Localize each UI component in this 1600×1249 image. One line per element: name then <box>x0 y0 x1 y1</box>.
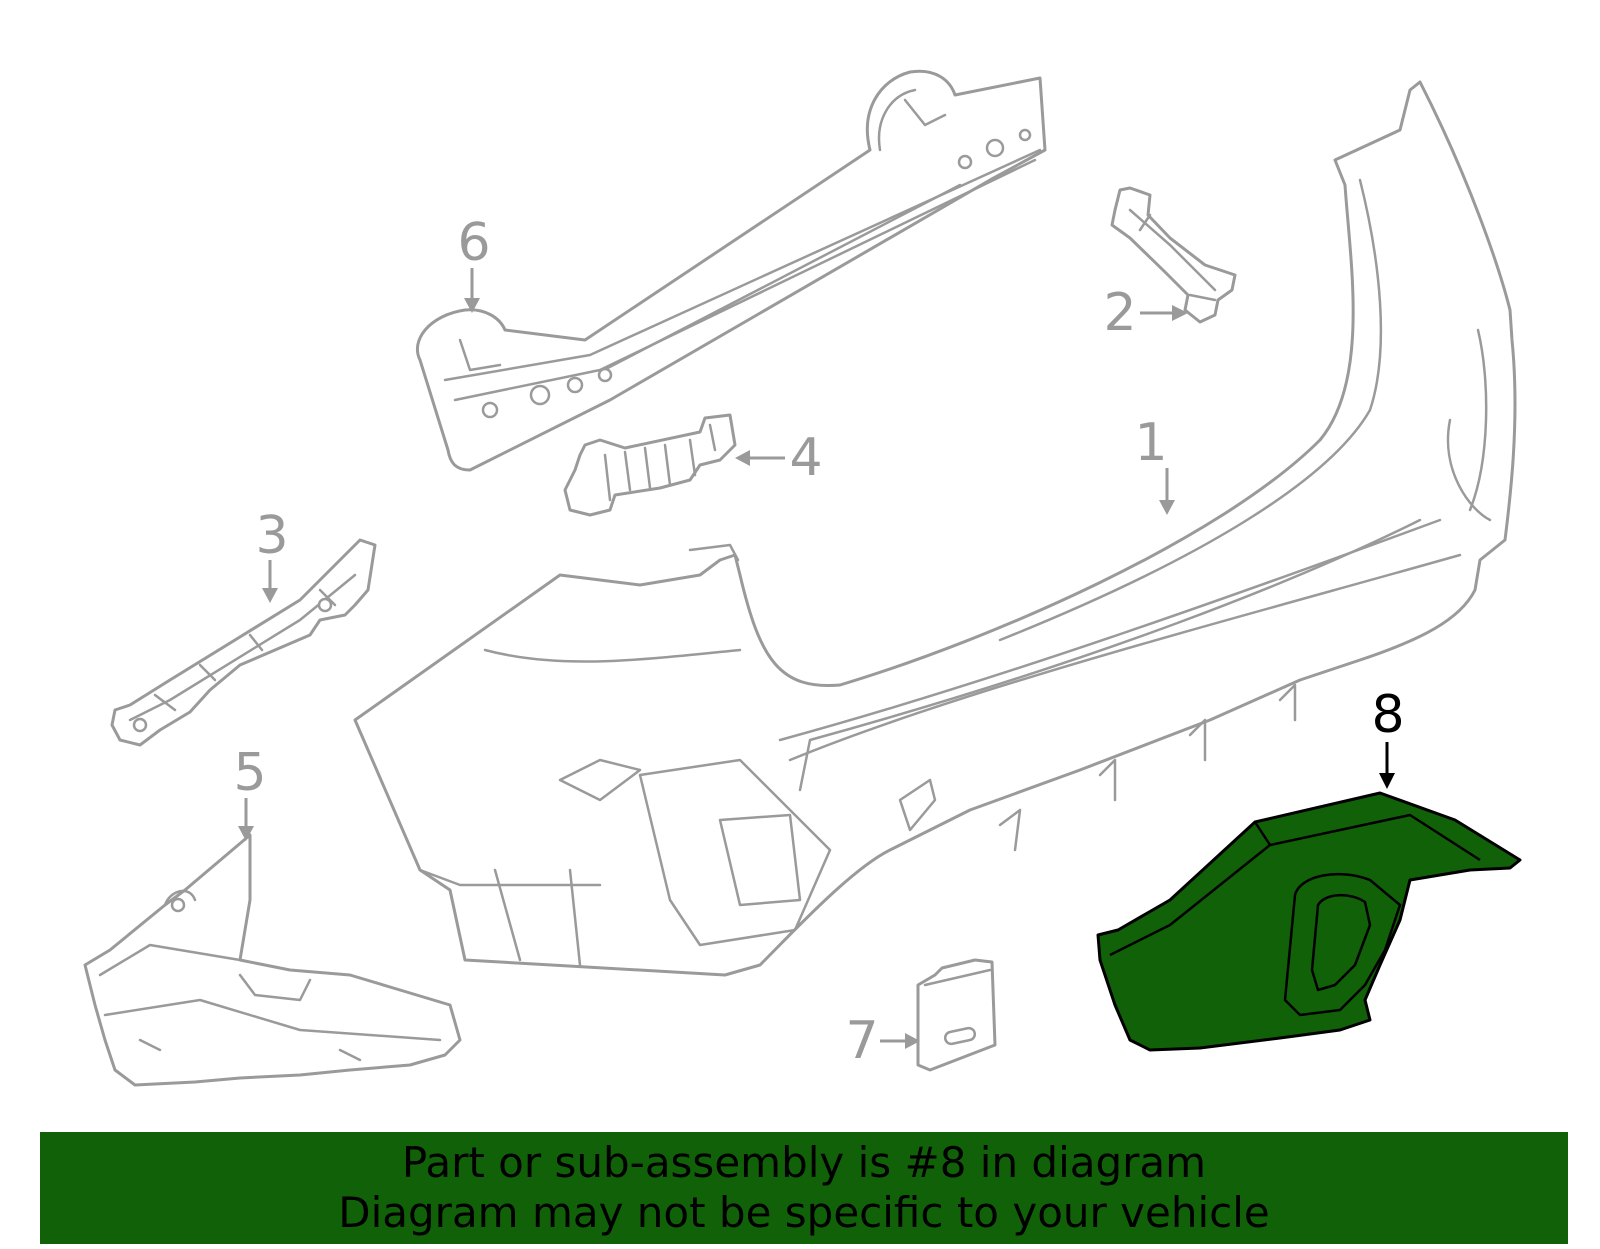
callout-7-number: 7 <box>845 1011 878 1071</box>
part-4-bracket[interactable] <box>563 413 737 517</box>
callout-5-arrowhead <box>238 826 254 841</box>
callout-8-number: 8 <box>1371 685 1404 745</box>
callout-5: 5 <box>233 743 267 841</box>
callout-7-arrowhead <box>905 1033 920 1049</box>
callout-1-number: 1 <box>1134 413 1167 473</box>
callout-7: 7 <box>845 1011 920 1071</box>
callout-6-arrowhead <box>464 298 480 313</box>
callout-3: 3 <box>255 506 289 603</box>
callout-1-arrowhead <box>1159 500 1175 515</box>
callout-4: 4 <box>735 428 823 488</box>
part-5-lower-bracket[interactable] <box>83 833 462 1087</box>
callout-6: 6 <box>457 213 491 313</box>
callout-3-arrowhead <box>262 588 278 603</box>
callout-4-number: 4 <box>789 428 822 488</box>
callout-4-arrowhead <box>735 450 750 466</box>
part-2-bracket[interactable] <box>1110 186 1237 324</box>
info-banner: Part or sub-assembly is #8 in diagram Di… <box>40 1132 1568 1244</box>
part-3-side-bracket[interactable] <box>110 538 377 747</box>
callout-8: 8 <box>1371 685 1405 789</box>
callout-6-number: 6 <box>457 213 490 273</box>
banner-line-2: Diagram may not be specific to your vehi… <box>338 1188 1270 1237</box>
banner-line-1: Part or sub-assembly is #8 in diagram <box>401 1138 1207 1187</box>
callout-3-number: 3 <box>255 506 288 566</box>
part-6-reinforcement-beam[interactable] <box>415 69 1047 472</box>
callout-2: 2 <box>1103 283 1188 343</box>
callout-1: 1 <box>1134 413 1175 515</box>
part-7-cover-plate[interactable] <box>916 958 997 1072</box>
callout-2-number: 2 <box>1103 283 1136 343</box>
part-1-bumper-cover[interactable] <box>353 80 1517 977</box>
part-8-lower-valance-highlighted[interactable] <box>1096 791 1522 1052</box>
callout-2-arrowhead <box>1172 305 1188 321</box>
callout-5-number: 5 <box>233 743 266 803</box>
callout-8-arrowhead <box>1379 773 1395 789</box>
